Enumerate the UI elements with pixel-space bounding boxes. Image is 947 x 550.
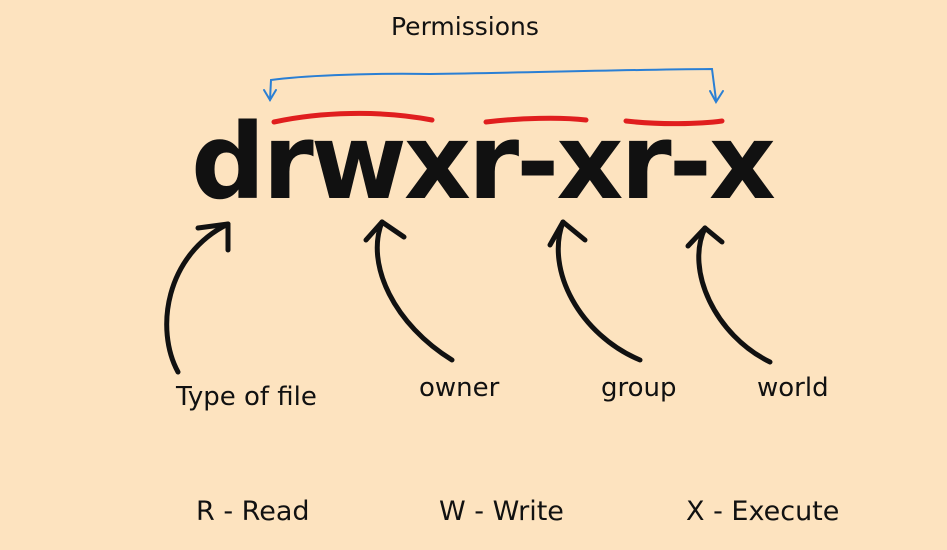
label-type-of-file: Type of file [176,382,317,412]
underline-world-icon [623,118,725,127]
arrow-world-icon [685,225,773,365]
legend-write: W - Write [439,496,564,527]
diagram-title: Permissions [391,12,539,41]
underline-group-icon [483,115,589,125]
bracket-icon [263,67,724,104]
legend-read: R - Read [196,496,310,527]
legend-execute: X - Execute [686,496,840,527]
permission-string: drwxr-xr-x [191,101,776,223]
underline-owner-icon [271,110,435,125]
arrow-type-icon [164,221,231,375]
label-owner: owner [419,373,500,403]
label-world: world [757,373,829,403]
label-group: group [601,373,677,403]
arrow-group-icon [547,219,643,363]
arrow-owner-icon [363,219,455,363]
